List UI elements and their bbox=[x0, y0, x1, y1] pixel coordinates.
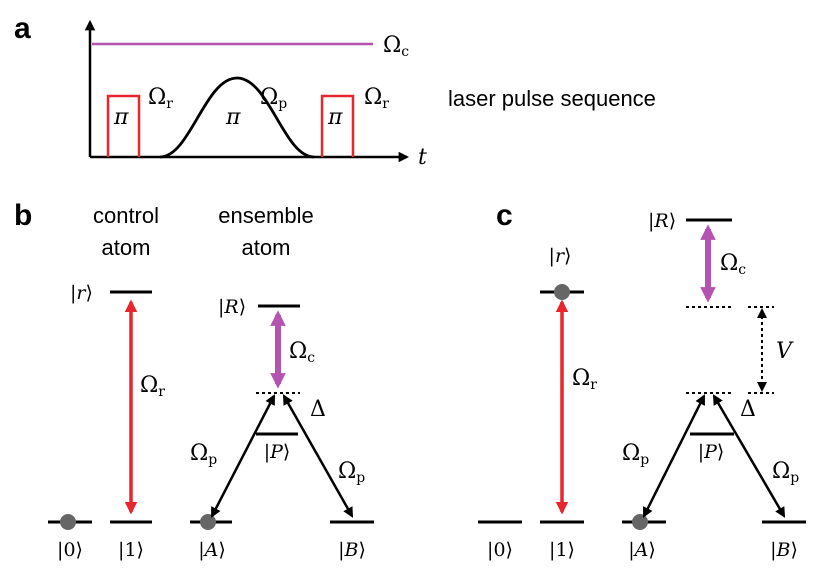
state-0-label-c: |0⟩ bbox=[487, 539, 513, 561]
omega-p-label-c2: Ωp bbox=[772, 459, 799, 486]
state-P-label-b: |P⟩ bbox=[264, 441, 291, 463]
atom-dot-r-c bbox=[554, 284, 570, 300]
state-B-label-c: |B⟩ bbox=[770, 539, 798, 561]
panel-c-label: c bbox=[496, 199, 513, 232]
ensemble-atom-title-line1: ensemble bbox=[218, 203, 313, 228]
rydberg-pulse-2 bbox=[320, 94, 355, 157]
panel-c: c |r⟩ |0⟩ |1⟩ Ωr |R⟩ Ωc V Δ |P⟩ |A⟩ |B⟩ … bbox=[478, 199, 806, 561]
state-0-label-b: |0⟩ bbox=[57, 539, 83, 561]
atom-dot-0-b bbox=[60, 514, 76, 530]
state-1-label-c: |1⟩ bbox=[549, 539, 575, 561]
panel-a-label: a bbox=[14, 12, 31, 45]
probe-arrow-left-c bbox=[642, 394, 706, 518]
control-atom-title-line2: atom bbox=[102, 235, 151, 260]
omega-r-label-b: Ωr bbox=[140, 373, 165, 400]
state-B-label-b: |B⟩ bbox=[338, 539, 366, 561]
probe-pulse bbox=[159, 76, 315, 159]
pi-label-1: π bbox=[113, 105, 129, 130]
state-1-label-b: |1⟩ bbox=[118, 539, 144, 561]
state-r-label-c: |r⟩ bbox=[549, 245, 572, 267]
pulse-sequence-caption: laser pulse sequence bbox=[448, 86, 656, 111]
state-R-label-c: |R⟩ bbox=[648, 210, 676, 232]
omega-c-label-c: Ωc bbox=[720, 251, 746, 278]
state-A-label-b: |A⟩ bbox=[198, 539, 226, 561]
omega-p-label-a: Ωp bbox=[260, 85, 287, 112]
omega-p-label-b2: Ωp bbox=[338, 459, 365, 486]
omega-r-label-a1: Ωr bbox=[148, 85, 173, 112]
atom-dot-A-c bbox=[632, 514, 648, 530]
panel-a: a t Ωc π Ωr π Ωp π Ωr laser pulse sequen… bbox=[14, 12, 656, 170]
state-r-label-b: |r⟩ bbox=[70, 282, 93, 304]
delta-label-c: Δ bbox=[740, 397, 756, 422]
state-P-label-c: |P⟩ bbox=[698, 441, 725, 463]
probe-arrow-right-b bbox=[282, 394, 354, 518]
ensemble-atom-title-line2: atom bbox=[242, 235, 291, 260]
omega-c-label-a: Ωc bbox=[383, 33, 409, 60]
probe-arrow-left-b bbox=[210, 394, 276, 518]
panel-b: b control atom ensemble atom |r⟩ |0⟩ |1⟩… bbox=[14, 199, 374, 561]
time-axis-label: t bbox=[418, 145, 427, 170]
state-A-label-c: |A⟩ bbox=[628, 539, 656, 561]
pi-label-3: π bbox=[327, 105, 343, 130]
pi-label-2: π bbox=[225, 105, 241, 130]
omega-r-label-c: Ωr bbox=[572, 366, 597, 393]
omega-r-label-a2: Ωr bbox=[364, 85, 389, 112]
delta-label-b: Δ bbox=[310, 397, 326, 422]
v-label: V bbox=[776, 339, 794, 364]
panel-b-label: b bbox=[14, 199, 32, 232]
state-R-label-b: |R⟩ bbox=[218, 296, 246, 318]
omega-p-label-c1: Ωp bbox=[622, 441, 649, 468]
omega-c-label-b: Ωc bbox=[289, 339, 315, 366]
control-atom-title-line1: control bbox=[93, 203, 159, 228]
omega-p-label-b1: Ωp bbox=[190, 441, 217, 468]
atom-dot-A-b bbox=[200, 514, 216, 530]
probe-arrow-right-c bbox=[712, 394, 786, 518]
rydberg-pulse-1 bbox=[106, 94, 141, 157]
